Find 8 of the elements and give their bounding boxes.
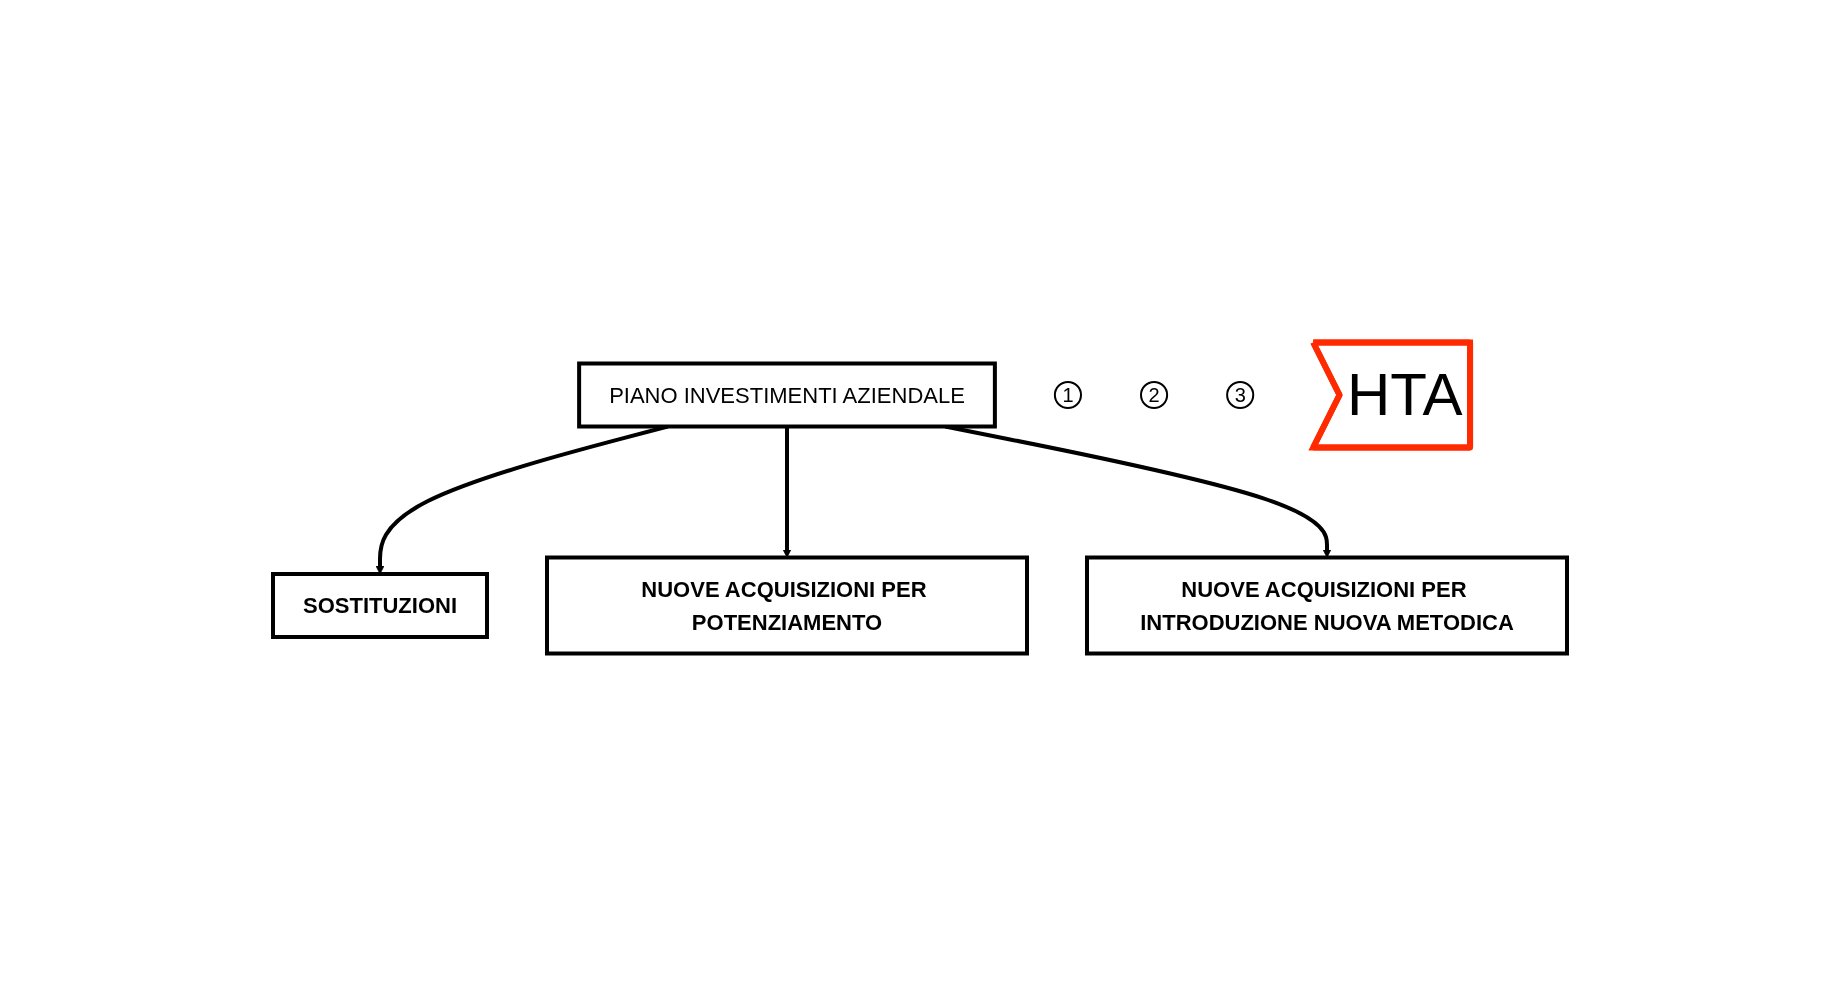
- node-box: SOSTITUZIONI: [270, 572, 489, 639]
- node-circle: 3: [1225, 380, 1254, 410]
- node-circle: 2: [1139, 380, 1168, 410]
- arrow: [782, 426, 791, 558]
- node-box: NUOVE ACQUISIZIONI PER POTENZIAMENTO: [544, 555, 1029, 656]
- node-box: NUOVE ACQUISIZIONI PER INTRODUZIONE NUOVA METODICA: [1084, 555, 1569, 656]
- node-box: PIANO INVESTIMENTI AZIENDALE: [576, 361, 997, 429]
- node-circle: 1: [1053, 380, 1082, 410]
